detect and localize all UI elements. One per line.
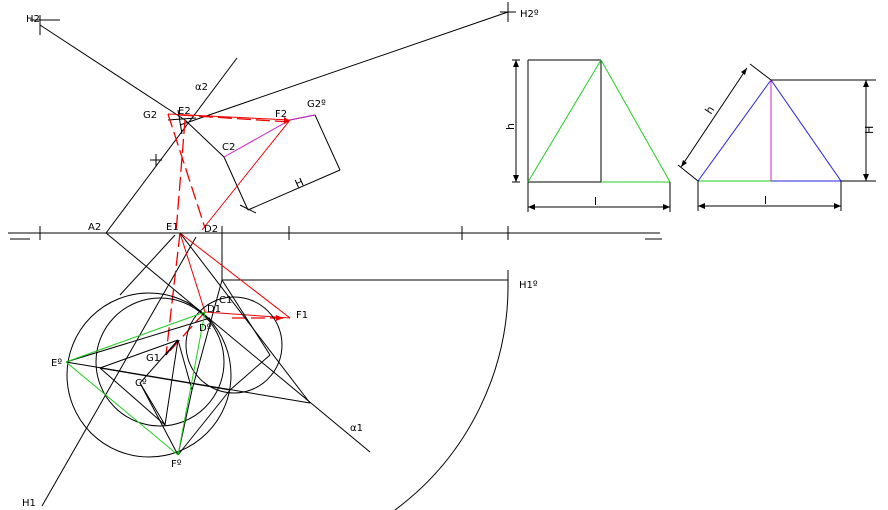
label-h1: H1 <box>22 498 36 509</box>
plane-traces <box>30 2 516 510</box>
circles <box>66 292 283 458</box>
label-dim-h2: h <box>703 104 718 117</box>
label-fo: Fº <box>171 459 182 470</box>
label-d2: D2 <box>204 224 218 235</box>
label-h1o: H1º <box>519 280 538 291</box>
label-dim-l: l <box>594 195 597 208</box>
label-a2: A2 <box>88 222 101 233</box>
red-projections <box>165 113 291 356</box>
true-size-triangle-left <box>512 59 671 212</box>
label-e2: E2 <box>178 106 191 117</box>
green-triangle-plan <box>65 311 206 456</box>
label-h2o: H2º <box>520 9 539 20</box>
label-h2: H2 <box>26 14 40 25</box>
label-e1: E1 <box>166 222 179 233</box>
label-eo: Eº <box>51 358 62 369</box>
label-dim-small-h: h <box>504 123 517 130</box>
dimension-arrows <box>276 60 869 321</box>
label-c1: C1 <box>219 295 232 306</box>
label-g1: G1 <box>146 353 160 364</box>
magenta-lines <box>223 114 316 158</box>
label-f2: F2 <box>275 109 287 120</box>
label-c2: C2 <box>222 142 235 153</box>
label-dim-big-h: H <box>293 175 306 190</box>
true-size-triangle-right <box>677 63 876 211</box>
label-dim-big-h2: H <box>863 126 876 134</box>
label-f1: F1 <box>296 310 308 321</box>
dimension-box-vertical <box>239 204 257 214</box>
label-co: Cº <box>135 378 147 389</box>
label-do: Dº <box>199 323 212 334</box>
label-alpha2: α2 <box>195 82 208 93</box>
horizontal-construction <box>65 232 311 456</box>
label-alpha1: α1 <box>350 423 363 434</box>
label-d1: D1 <box>207 304 221 315</box>
point-labels: H2 H2º α2 G2 E2 F2 G2º C2 A2 E1 D2 C1 H1… <box>22 9 876 509</box>
label-g2: G2 <box>143 110 157 121</box>
label-g2o: G2º <box>307 99 326 110</box>
label-dim-l2: l <box>764 194 767 207</box>
